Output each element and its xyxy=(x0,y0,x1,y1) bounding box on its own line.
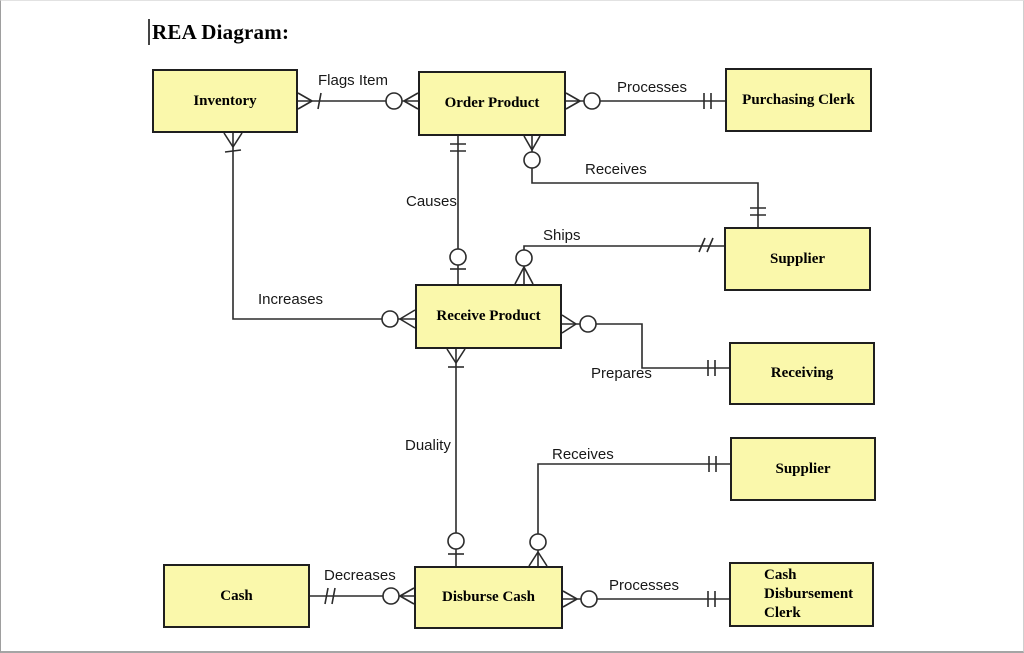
relationship-label-duality: Duality xyxy=(405,437,451,454)
crowfoot-many-icon xyxy=(523,135,541,151)
entity-label: Disburse Cash xyxy=(442,589,535,605)
entity-label: Receiving xyxy=(770,365,834,381)
crowfoot-many-icon xyxy=(223,132,243,148)
connector-decreases xyxy=(310,587,415,605)
optional-circle-icon xyxy=(382,587,400,605)
one-bar-icon xyxy=(317,92,322,110)
relationship-label-flags-item: Flags Item xyxy=(318,72,389,89)
crowfoot-many-icon xyxy=(399,309,416,329)
title-row: REA Diagram: xyxy=(148,19,289,45)
relationship-label-receives-supplier-bottom: Receives xyxy=(552,446,614,463)
optional-circle-icon xyxy=(583,92,601,110)
relationship-label-ships: Ships xyxy=(543,227,581,244)
entity-cash[interactable]: Cash xyxy=(163,564,310,628)
entity-label: Receive Product xyxy=(436,308,541,324)
entity-receive-product[interactable]: Receive Product xyxy=(415,284,562,349)
connector-receives-supplier-bottom xyxy=(528,456,730,567)
relationship-label-prepares: Prepares xyxy=(591,365,652,382)
crowfoot-many-icon xyxy=(297,92,313,110)
relationship-label-causes: Causes xyxy=(406,193,457,210)
relationship-label-decreases: Decreases xyxy=(324,567,396,584)
crowfoot-many-icon xyxy=(446,348,466,364)
entity-supplier-top[interactable]: Supplier xyxy=(724,227,871,291)
crowfoot-many-icon xyxy=(399,587,415,605)
connector-causes xyxy=(449,136,467,284)
optional-circle-icon xyxy=(523,151,541,169)
connector-duality xyxy=(446,348,466,566)
entity-receiving[interactable]: Receiving xyxy=(729,342,875,405)
crowfoot-many-icon xyxy=(528,551,548,567)
double-bar-icon xyxy=(703,93,712,109)
entity-label: Order Product xyxy=(444,95,540,111)
crowfoot-many-icon xyxy=(403,92,419,110)
double-bar-icon xyxy=(450,143,466,152)
double-bar-icon xyxy=(698,237,714,253)
double-bar-icon xyxy=(324,587,336,605)
relationship-label-increases: Increases xyxy=(258,291,324,308)
entity-cash-disbursement-clerk[interactable]: Cash Disbursement Clerk xyxy=(729,562,874,627)
double-bar-icon xyxy=(750,207,766,216)
connector-flags-item xyxy=(297,92,419,110)
connector-receives-supplier-top xyxy=(523,135,766,227)
text-cursor-icon xyxy=(148,19,150,45)
optional-circle-icon xyxy=(529,533,547,551)
optional-circle-icon xyxy=(515,249,533,267)
optional-circle-icon xyxy=(385,92,403,110)
optional-circle-icon xyxy=(580,590,598,608)
relationship-label-processes-clerk: Processes xyxy=(609,577,680,594)
entity-order-product[interactable]: Order Product xyxy=(418,71,566,136)
page-title[interactable]: REA Diagram: xyxy=(152,19,290,44)
double-bar-icon xyxy=(707,360,716,376)
crowfoot-many-icon xyxy=(561,314,577,334)
double-bar-icon xyxy=(707,591,716,607)
entity-inventory[interactable]: Inventory xyxy=(152,69,298,133)
entity-label: Supplier xyxy=(775,460,831,477)
entity-purchasing-clerk[interactable]: Purchasing Clerk xyxy=(725,68,872,132)
optional-circle-icon xyxy=(579,315,597,333)
crowfoot-many-icon xyxy=(565,92,581,110)
relationship-label-processes-purchasing: Processes xyxy=(617,79,688,96)
entity-label: Supplier xyxy=(769,250,826,267)
crowfoot-many-icon xyxy=(562,590,578,608)
relationship-label-receives-supplier-top: Receives xyxy=(585,161,647,178)
one-bar-icon xyxy=(224,149,242,153)
entity-label: Purchasing Clerk xyxy=(742,91,855,108)
optional-circle-icon xyxy=(447,532,465,550)
entity-label: Cash Disbursement Clerk xyxy=(764,567,854,621)
crowfoot-many-icon xyxy=(514,266,534,285)
optional-circle-icon xyxy=(381,310,399,328)
entity-label: Inventory xyxy=(193,92,257,109)
entity-label: Cash xyxy=(220,587,253,604)
entity-disburse-cash[interactable]: Disburse Cash xyxy=(414,566,563,629)
connector-ships xyxy=(514,237,724,285)
optional-circle-icon xyxy=(449,248,467,266)
entity-supplier-bottom[interactable]: Supplier xyxy=(730,437,876,501)
double-bar-icon xyxy=(708,456,717,472)
